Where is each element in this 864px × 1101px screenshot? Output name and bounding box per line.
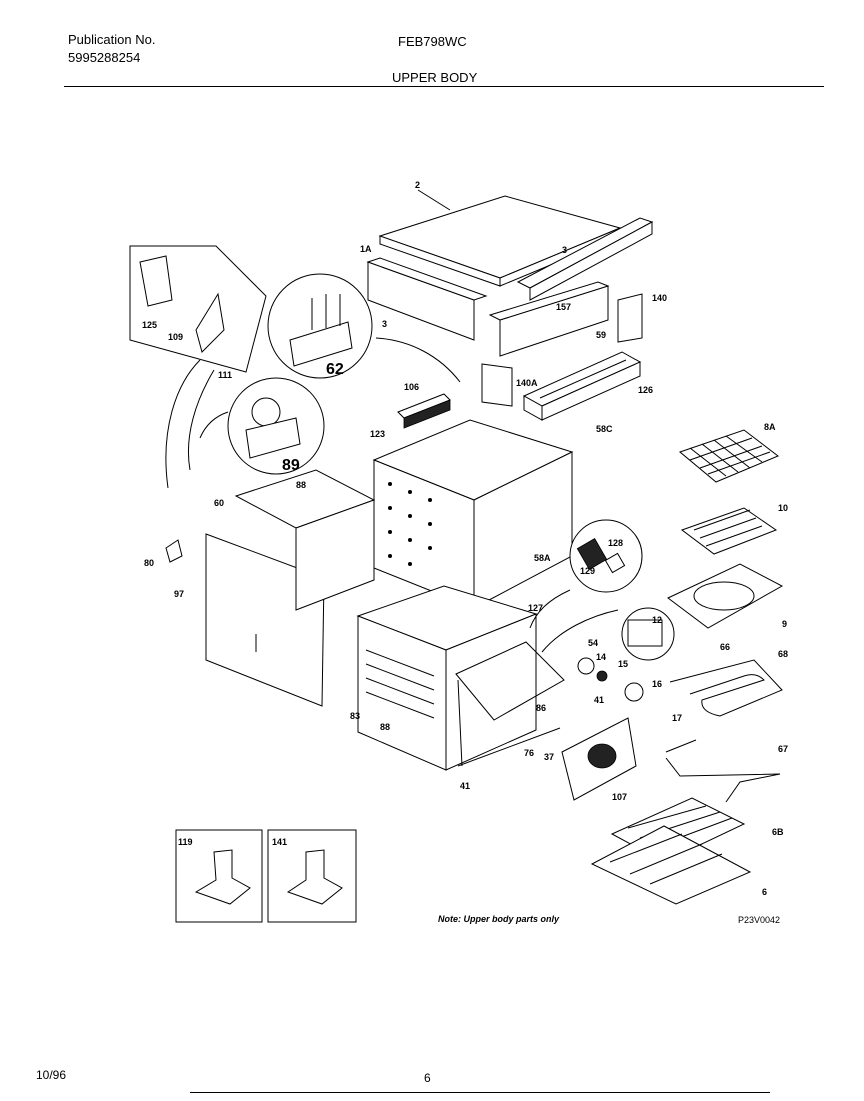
inset-119 xyxy=(175,829,263,923)
fan-assembly-inset xyxy=(129,245,267,373)
publication-number: 5995288254 xyxy=(68,50,141,65)
svg-text:1A: 1A xyxy=(360,244,372,254)
callout-labels: 2 1A 3 140 157 3 59 140A 126 106 58C 123… xyxy=(142,180,788,897)
fan-cover xyxy=(561,717,637,801)
svg-text:88: 88 xyxy=(296,480,306,490)
svg-text:140: 140 xyxy=(652,293,667,303)
bracket-140 xyxy=(617,293,643,343)
svg-text:97: 97 xyxy=(174,589,184,599)
svg-text:125: 125 xyxy=(142,320,157,330)
svg-text:12: 12 xyxy=(652,615,662,625)
left-side-panel xyxy=(205,533,325,707)
svg-text:106: 106 xyxy=(404,382,419,392)
pointer-arrows xyxy=(165,337,619,653)
svg-text:86: 86 xyxy=(536,703,546,713)
svg-text:88: 88 xyxy=(380,722,390,732)
rear-rail xyxy=(516,217,654,301)
svg-text:14: 14 xyxy=(596,652,606,662)
oven-cavity xyxy=(356,585,538,771)
oven-wrapper xyxy=(372,419,574,609)
section-title: UPPER BODY xyxy=(392,70,478,85)
diagram-note: Note: Upper body parts only xyxy=(438,914,560,924)
svg-text:119: 119 xyxy=(178,837,193,847)
svg-text:58A: 58A xyxy=(534,553,551,563)
rack-8a xyxy=(678,429,779,483)
broil-element xyxy=(669,659,783,717)
svg-text:17: 17 xyxy=(672,713,682,723)
element-128 xyxy=(569,519,643,593)
svg-text:41: 41 xyxy=(594,695,604,705)
rear-panel xyxy=(488,281,610,357)
svg-text:8A: 8A xyxy=(764,422,776,432)
inset-141 xyxy=(267,829,357,923)
svg-text:111: 111 xyxy=(218,370,232,380)
svg-text:83: 83 xyxy=(350,711,360,721)
side-rail xyxy=(366,257,488,341)
svg-text:89: 89 xyxy=(282,457,300,474)
svg-text:3: 3 xyxy=(382,319,387,329)
svg-text:67: 67 xyxy=(778,744,788,754)
svg-text:157: 157 xyxy=(556,302,571,312)
bracket-140a xyxy=(481,363,513,407)
svg-text:62: 62 xyxy=(326,361,344,378)
svg-text:3: 3 xyxy=(562,245,567,255)
detail-circle-62 xyxy=(267,273,373,379)
svg-text:6: 6 xyxy=(762,887,767,897)
svg-text:141: 141 xyxy=(272,837,287,847)
svg-text:107: 107 xyxy=(612,792,627,802)
svg-text:127: 127 xyxy=(528,603,543,613)
svg-text:60: 60 xyxy=(214,498,224,508)
svg-text:16: 16 xyxy=(652,679,662,689)
model-number: FEB798WC xyxy=(398,34,467,49)
svg-text:68: 68 xyxy=(778,649,788,659)
svg-text:41: 41 xyxy=(460,781,470,791)
svg-text:76: 76 xyxy=(524,748,534,758)
page-number: 6 xyxy=(424,1071,431,1085)
svg-text:58C: 58C xyxy=(596,424,613,434)
publication-label: Publication No. xyxy=(68,32,156,47)
header-rule xyxy=(64,86,824,87)
svg-text:126: 126 xyxy=(638,385,653,395)
lamp-parts xyxy=(577,657,644,702)
bracket-80 xyxy=(165,539,183,563)
svg-text:2: 2 xyxy=(415,180,420,190)
svg-text:66: 66 xyxy=(720,642,730,652)
svg-text:9: 9 xyxy=(782,619,787,629)
svg-text:109: 109 xyxy=(168,332,183,342)
svg-text:10: 10 xyxy=(778,503,788,513)
svg-text:129: 129 xyxy=(580,566,595,576)
detail-circle-89 xyxy=(227,377,325,475)
side-liner xyxy=(234,469,376,611)
panel-9 xyxy=(667,563,784,629)
svg-text:54: 54 xyxy=(588,638,598,648)
footer-rule xyxy=(190,1092,770,1093)
svg-text:15: 15 xyxy=(618,659,628,669)
svg-text:6B: 6B xyxy=(772,827,784,837)
diagram-code: P23V0042 xyxy=(738,915,781,925)
top-panel xyxy=(378,189,622,287)
control-box xyxy=(522,351,642,421)
svg-text:140A: 140A xyxy=(516,378,538,388)
footer-date: 10/96 xyxy=(36,1068,67,1082)
svg-text:59: 59 xyxy=(596,330,606,340)
svg-text:128: 128 xyxy=(608,538,623,548)
rack-6 xyxy=(590,825,752,905)
door-frame xyxy=(455,641,565,767)
convection-motor xyxy=(621,607,675,661)
svg-text:123: 123 xyxy=(370,429,385,439)
svg-text:37: 37 xyxy=(544,752,554,762)
svg-text:80: 80 xyxy=(144,558,154,568)
bake-element xyxy=(665,739,781,803)
terminal-block xyxy=(397,393,451,429)
grate-10 xyxy=(680,507,778,555)
